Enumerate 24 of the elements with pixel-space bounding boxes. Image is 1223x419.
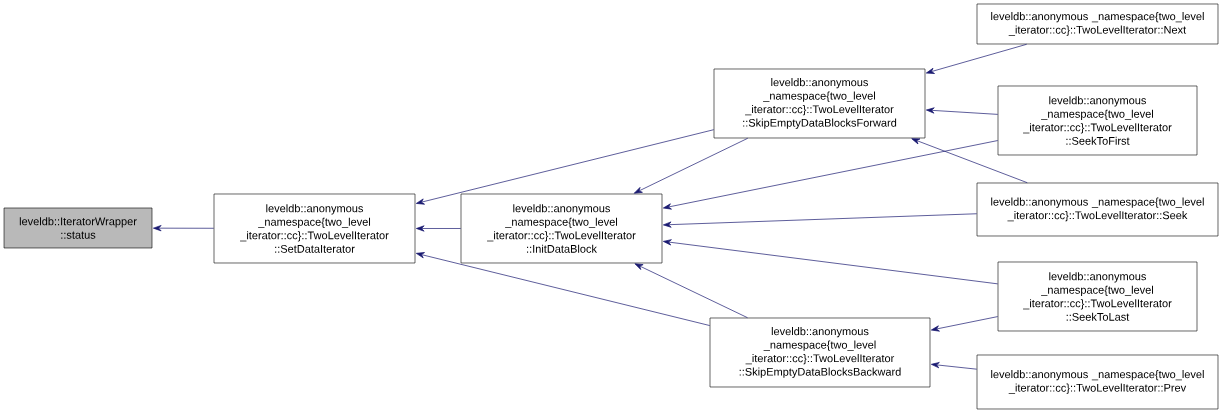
arrow: [153, 225, 215, 232]
function-box: leveldb::IteratorWrapper ::status: [3, 207, 153, 249]
arrow: [663, 239, 999, 285]
arrow: [633, 137, 749, 194]
arrow: [416, 225, 462, 232]
arrow: [416, 252, 711, 326]
arrow: [663, 213, 978, 228]
function-box: leveldb::anonymous _namespace{two_level _iterator::cc}::TwoLevelIterator ::SetDataIterator: [213, 193, 416, 264]
function-box: leveldb::anonymous _namespace{two_level _iterator::cc}::TwoLevelIterator ::SeekToFirst: [997, 85, 1198, 156]
arrow: [931, 316, 999, 332]
function-box: leveldb::anonymous _namespace{two_level _iterator::cc}::TwoLevelIterator::Next: [976, 3, 1219, 45]
function-box: leveldb::anonymous _namespace{two_level _iterator::cc}::TwoLevelIterator::Prev: [976, 354, 1219, 410]
arrow: [634, 263, 748, 319]
function-box: leveldb::anonymous _namespace{two_level _iterator::cc}::TwoLevelIterator ::SkipEmptyDataBlocksBackward: [709, 317, 931, 388]
arrow: [911, 138, 1028, 184]
arrow: [416, 129, 715, 205]
function-box: leveldb::anonymous _namespace{two_level _iterator::cc}::TwoLevelIterator ::SkipEmptyDataBlocksForward: [713, 68, 926, 139]
function-box: leveldb::anonymous _namespace{two_level _iterator::cc}::TwoLevelIterator::Seek: [976, 182, 1219, 237]
arrow: [663, 140, 999, 210]
function-box: leveldb::anonymous _namespace{two_level _iterator::cc}::TwoLevelIterator ::SeekToLast: [997, 261, 1198, 332]
arrow: [925, 43, 1027, 74]
arrow: [931, 362, 978, 370]
arrow: [926, 107, 999, 115]
function-box: leveldb::anonymous _namespace{two_level _iterator::cc}::TwoLevelIterator ::InitDataBlock: [460, 193, 663, 264]
